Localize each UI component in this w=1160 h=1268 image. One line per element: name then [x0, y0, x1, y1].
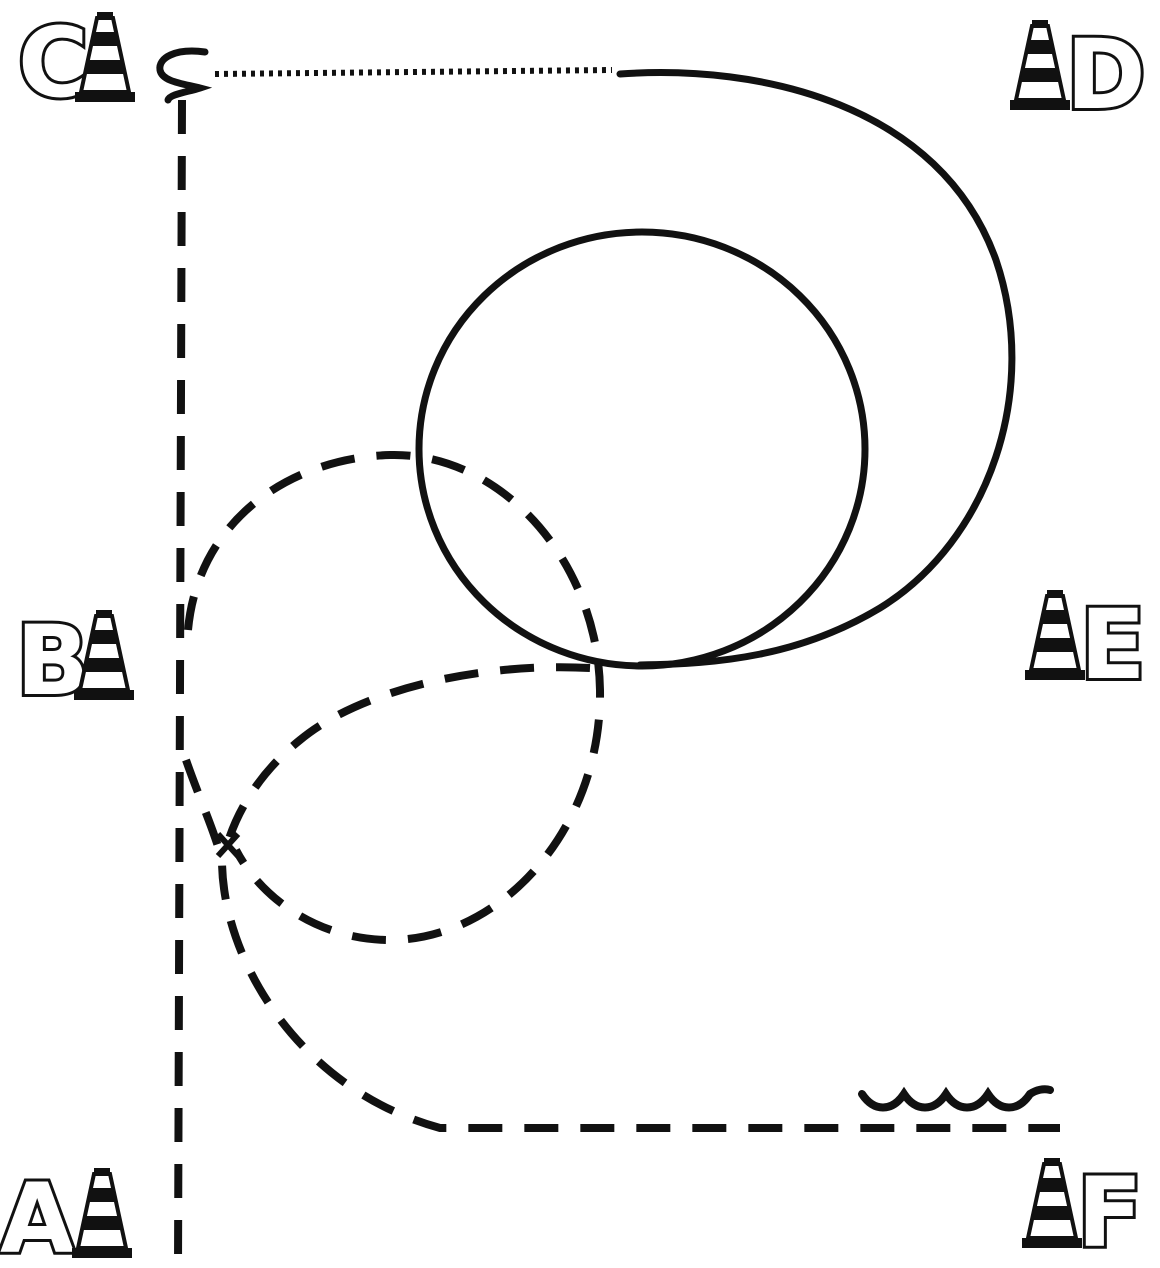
cone-label-f: F: [1077, 1157, 1143, 1268]
cone-marker-b: B: [13, 602, 136, 720]
cone-marker-a: A: [0, 1160, 134, 1268]
dashed-circle: [184, 450, 605, 945]
dashed-loop: [224, 663, 591, 844]
traffic-cone-icon: [70, 1166, 134, 1260]
x-mark-icon: [215, 831, 241, 859]
dashed-exit-curve: [182, 758, 1060, 1132]
solid-large-arc: [616, 69, 1016, 669]
solid-inner-circle: [415, 228, 869, 670]
cone-marker-f: F: [1020, 1154, 1146, 1268]
cone-label-b: B: [16, 605, 89, 717]
cone-label-c: C: [18, 7, 88, 119]
cone-marker-d: D: [1008, 16, 1149, 134]
traffic-cone-icon: [1008, 18, 1072, 112]
dotted-entry-line: [214, 67, 613, 77]
wave-squiggle-icon: [858, 1085, 1054, 1112]
cone-label-e: E: [1080, 589, 1146, 701]
hook-arrow-icon: [156, 47, 213, 104]
traffic-cone-icon: [1023, 588, 1087, 682]
cone-marker-e: E: [1023, 586, 1149, 704]
cone-label-d: D: [1066, 19, 1146, 131]
traffic-cone-icon: [1020, 1156, 1084, 1250]
cone-marker-c: C: [15, 4, 137, 122]
cone-label-a: A: [0, 1163, 74, 1268]
dashed-vertical-line: [174, 99, 186, 1268]
